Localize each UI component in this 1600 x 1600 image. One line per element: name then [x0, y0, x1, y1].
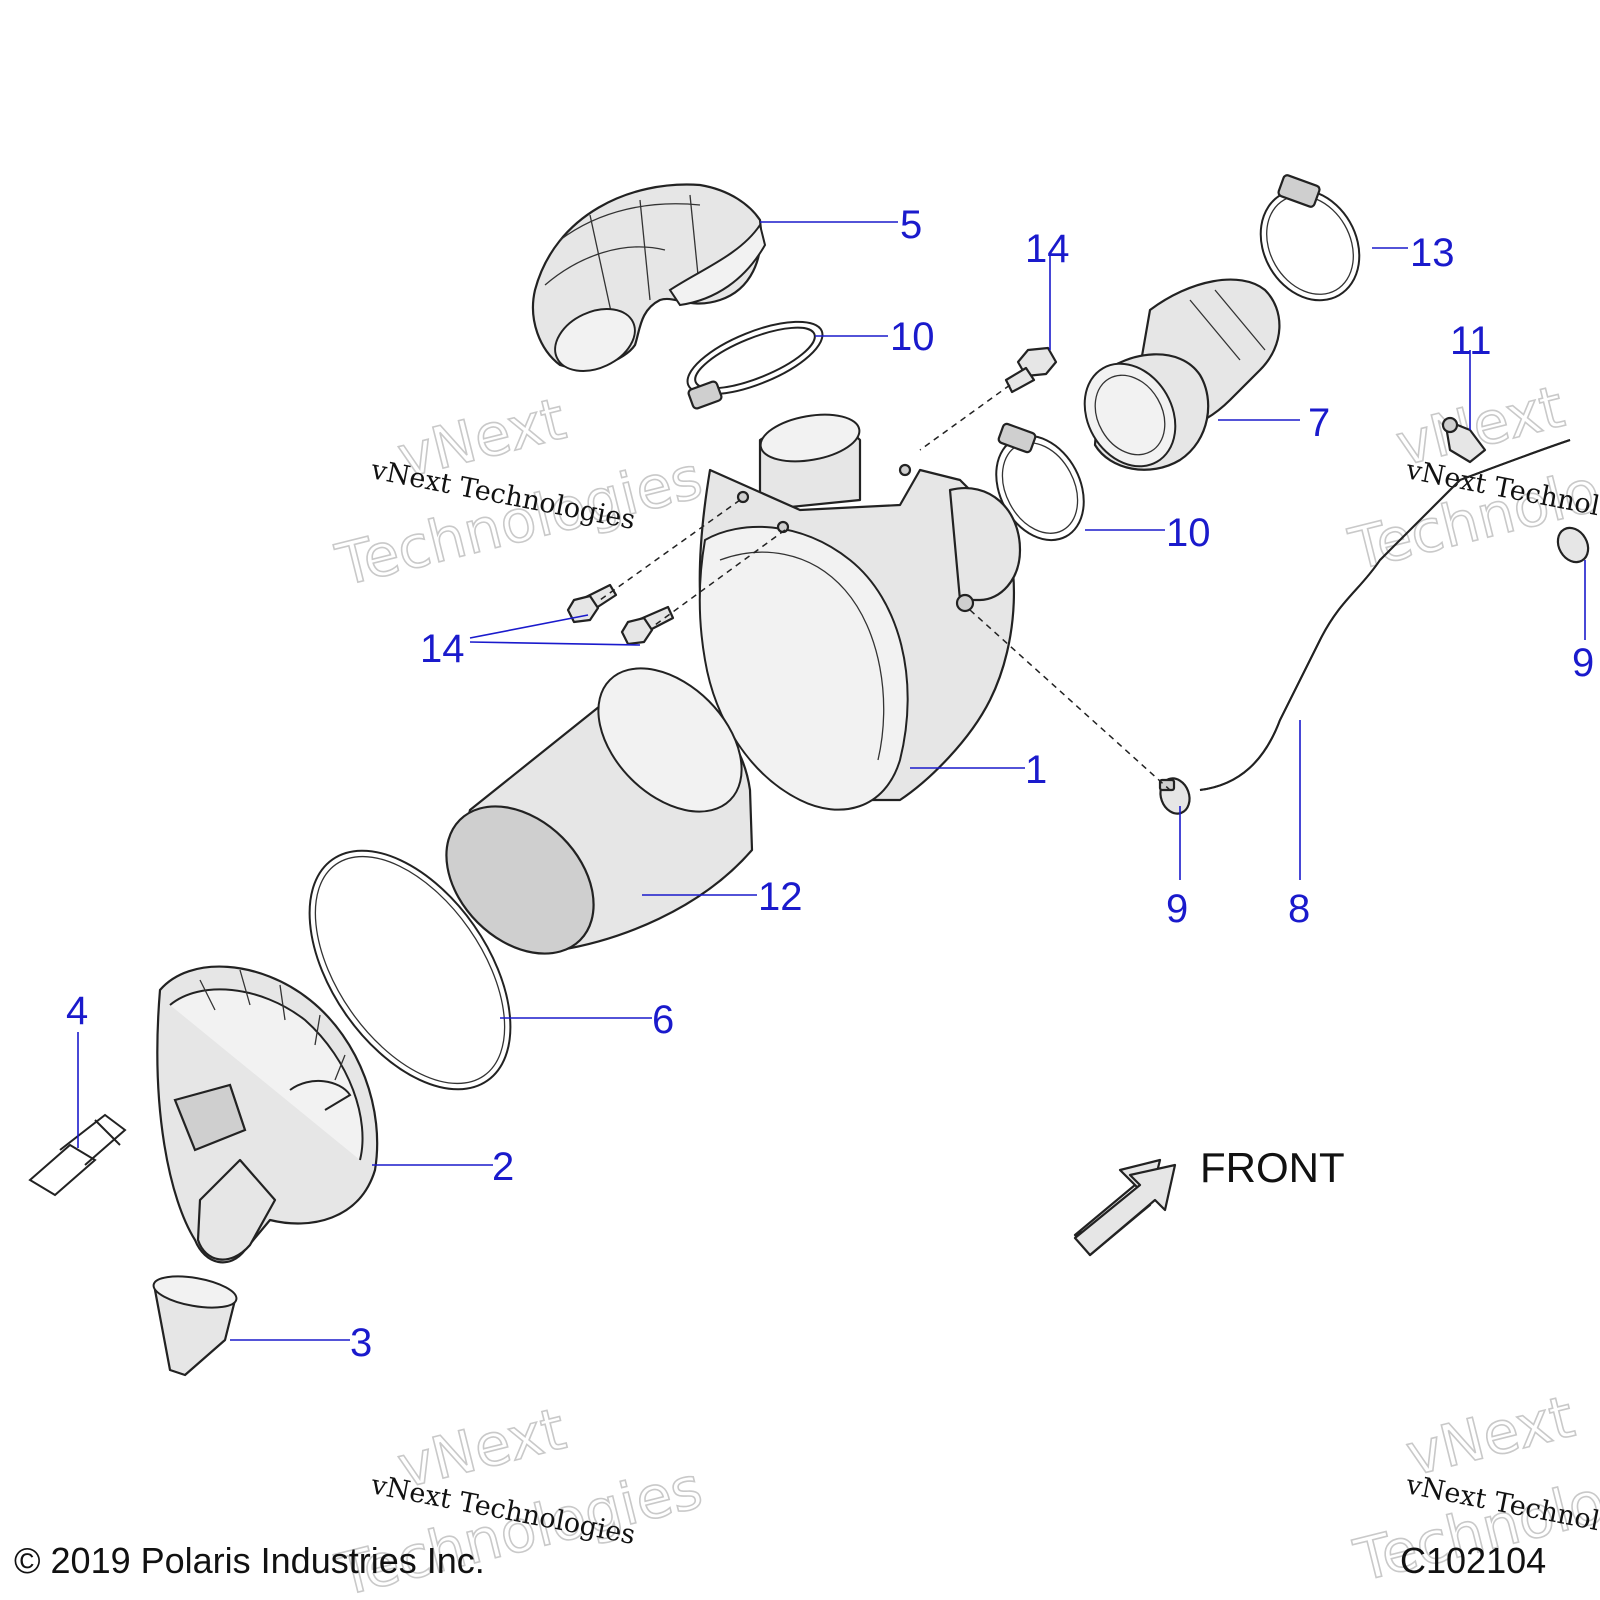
watermark-top-left: vNext Technologies — [329, 384, 710, 601]
front-label: FRONT — [1200, 1144, 1345, 1191]
callout-9-lower: 9 — [1166, 887, 1188, 931]
part-13-clamp — [1259, 174, 1361, 302]
copyright-text: © 2019 Polaris Industries Inc. — [14, 1540, 485, 1581]
callout-5: 5 — [900, 203, 922, 247]
callout-6: 6 — [652, 998, 674, 1042]
part-14-top-bolt — [1004, 346, 1058, 394]
part-11-clip — [1441, 416, 1487, 464]
part-8-breather-hose — [1199, 439, 1571, 791]
assembly-dashed-lines — [599, 384, 1171, 791]
part-5-intake-elbow — [531, 183, 767, 372]
callout-numbers: 1 2 3 4 5 6 7 8 9 9 10 10 11 12 13 14 14 — [66, 203, 1594, 1365]
figure-code: C102104 — [1400, 1540, 1546, 1581]
part-1-airbox-housing — [698, 413, 1022, 811]
leader-lines — [77, 221, 1586, 1341]
part-2-airbox-cover — [156, 965, 379, 1264]
callout-13: 13 — [1410, 231, 1455, 275]
callout-9-right: 9 — [1572, 641, 1594, 685]
callout-10-lower: 10 — [1166, 511, 1211, 555]
callout-1: 1 — [1025, 748, 1047, 792]
callout-7: 7 — [1308, 401, 1330, 445]
part-12-air-filter — [445, 667, 754, 955]
callout-4: 4 — [66, 989, 88, 1033]
part-10-upper-clamp — [686, 320, 824, 410]
callout-3: 3 — [350, 1321, 372, 1365]
callout-11: 11 — [1450, 319, 1492, 363]
part-4-latch — [28, 1113, 127, 1197]
part-7-coupler — [1083, 278, 1281, 471]
callout-14-top: 14 — [1025, 227, 1070, 271]
callout-8: 8 — [1288, 887, 1310, 931]
part-6-gasket — [308, 849, 512, 1091]
callout-12: 12 — [758, 875, 803, 919]
part-9-right-clamp — [1556, 526, 1590, 564]
part-14-left-bolts — [566, 583, 675, 646]
callout-10-upper: 10 — [890, 315, 935, 359]
front-direction-arrow — [1073, 1158, 1177, 1257]
callout-2: 2 — [492, 1145, 514, 1189]
callout-14-left: 14 — [420, 627, 465, 671]
part-9-lower-clamp — [1158, 777, 1191, 815]
part-3-drain-valve — [152, 1275, 238, 1377]
